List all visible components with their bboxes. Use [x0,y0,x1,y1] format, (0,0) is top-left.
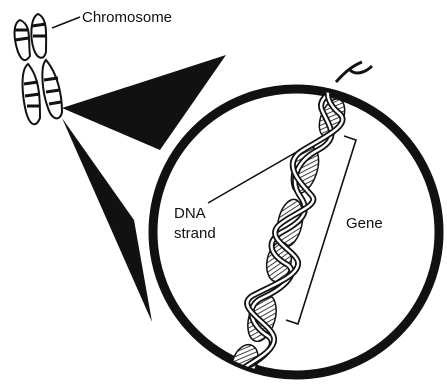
gene-label: Gene [346,215,383,232]
chromosome-label: Chromosome [82,9,172,26]
dna-strand-label-line2: strand [174,225,216,242]
chromosome [14,14,62,124]
helix-top-extension [336,62,372,82]
dna-strand-label-line1: DNA [174,205,206,222]
